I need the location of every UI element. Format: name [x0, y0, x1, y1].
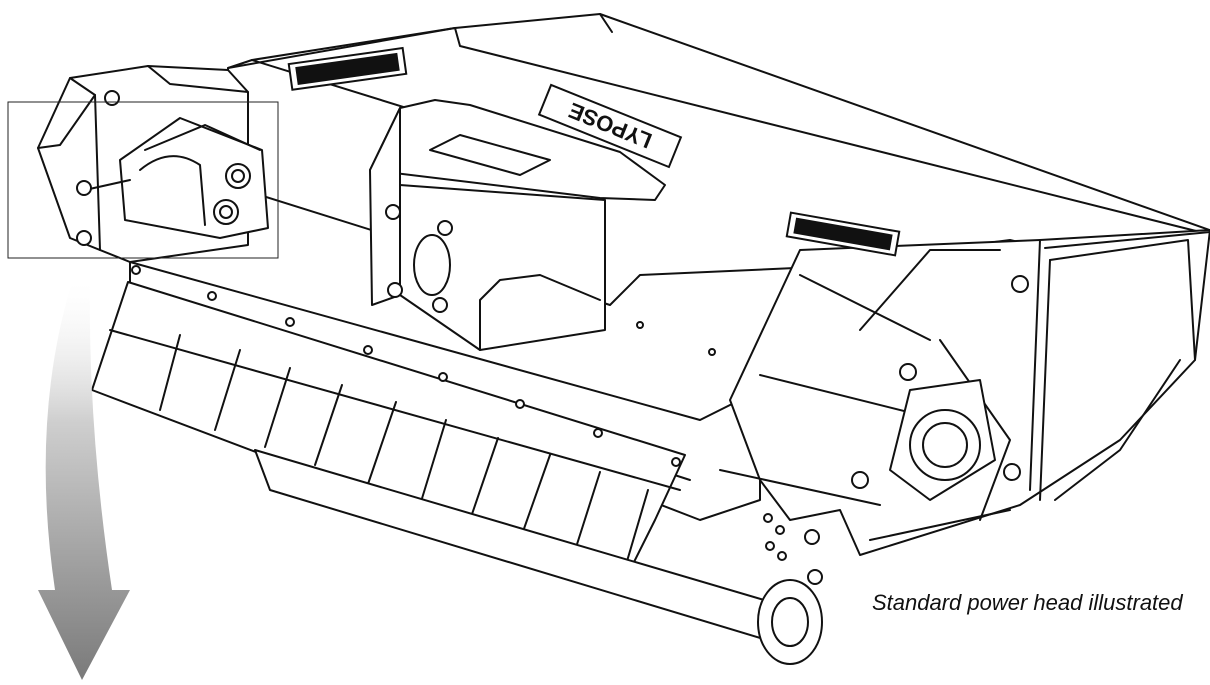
hex-bolt-icon: [76, 90, 1029, 585]
safety-decal-left: [287, 46, 408, 91]
detail-box: [7, 101, 279, 259]
front-flap: [91, 281, 686, 591]
figure-caption: Standard power head illustrated: [872, 590, 1183, 615]
callout-arrow-icon: [38, 282, 130, 680]
safety-decal-right: [785, 211, 901, 257]
